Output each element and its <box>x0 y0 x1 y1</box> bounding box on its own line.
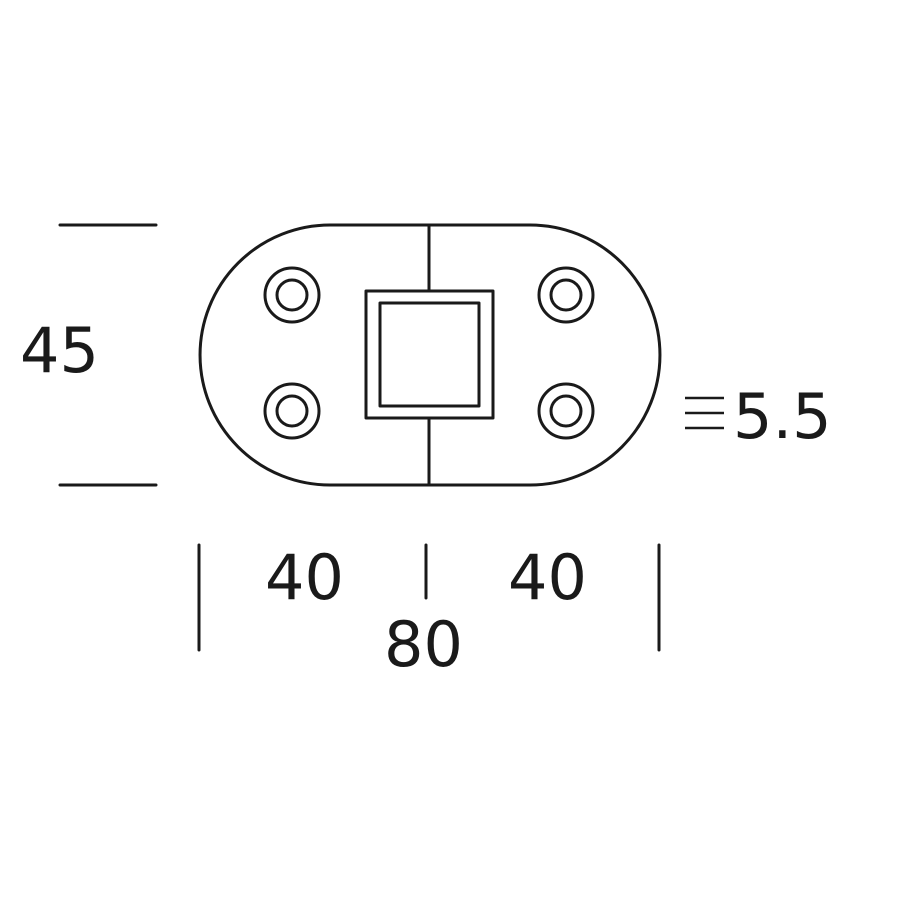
screw-hole-top-left <box>263 266 321 324</box>
countersink-symbol-icon <box>685 396 724 430</box>
height-dimension-label: 45 <box>20 314 99 387</box>
screw-hole-bottom-right <box>537 382 595 440</box>
screw-hole-bottom-left <box>263 382 321 440</box>
total-width-label: 80 <box>384 608 463 681</box>
hinge-plate-outline <box>198 223 662 487</box>
screw-hole-top-right <box>537 266 595 324</box>
right-width-label: 40 <box>508 541 587 614</box>
hole-diameter-label: 5.5 <box>733 380 832 453</box>
center-square-inner <box>378 301 481 408</box>
left-width-label: 40 <box>265 541 344 614</box>
center-square-outer <box>364 289 495 420</box>
